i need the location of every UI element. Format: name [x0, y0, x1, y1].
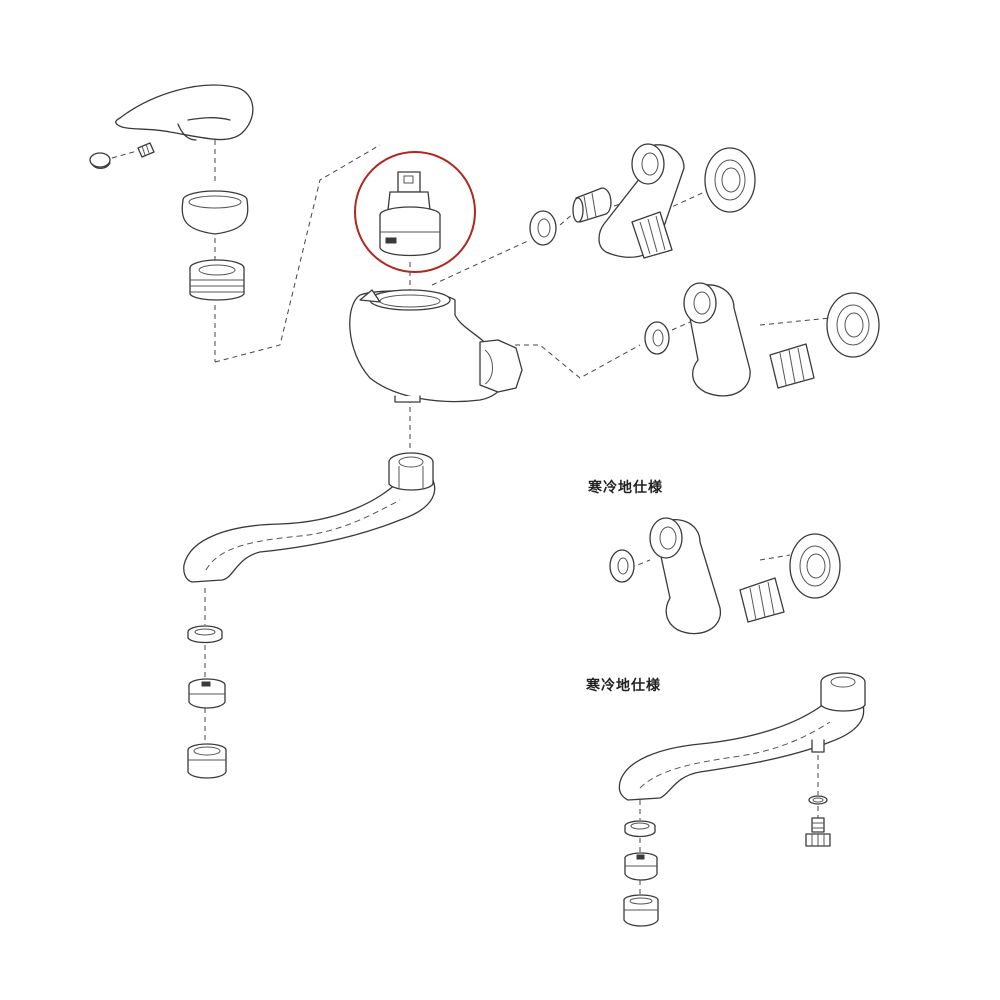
handle-cap [89, 152, 111, 170]
faucet-body [349, 289, 523, 403]
aerator-housing [187, 743, 227, 779]
highlight-circle [354, 151, 476, 273]
set-screw [111, 142, 155, 159]
cold-climate-spout-washer [624, 820, 656, 838]
spout-washer [187, 625, 223, 644]
assembly-guide-lines [204, 140, 831, 895]
cold-climate-spout-label: 寒冷地仕様 [586, 678, 661, 694]
valve-cartridge [379, 171, 441, 257]
inlet-washer-lower [644, 321, 670, 355]
spout [183, 452, 436, 583]
escutcheon-upper [704, 147, 756, 213]
elbow-fitting-upper [598, 143, 685, 259]
lever-handle [115, 84, 254, 141]
drain-plug [805, 817, 831, 847]
drain-o-ring [808, 795, 828, 805]
inlet-washer-upper [529, 210, 557, 246]
cold-climate-spout [618, 672, 866, 801]
lock-nut [189, 259, 245, 301]
aerator-insert [188, 678, 226, 709]
cold-climate-escutcheon [789, 533, 841, 599]
cold-climate-aerator-insert [624, 852, 658, 881]
cold-climate-washer [609, 549, 635, 583]
cold-climate-handle-label: 寒冷地仕様 [588, 480, 663, 496]
cover-dome [181, 190, 249, 235]
cold-climate-elbow [649, 517, 785, 635]
escutcheon-lower [826, 292, 880, 358]
inlet-strainer-upper [572, 187, 612, 223]
cold-climate-aerator-housing [623, 894, 659, 927]
elbow-fitting-lower [683, 282, 815, 397]
